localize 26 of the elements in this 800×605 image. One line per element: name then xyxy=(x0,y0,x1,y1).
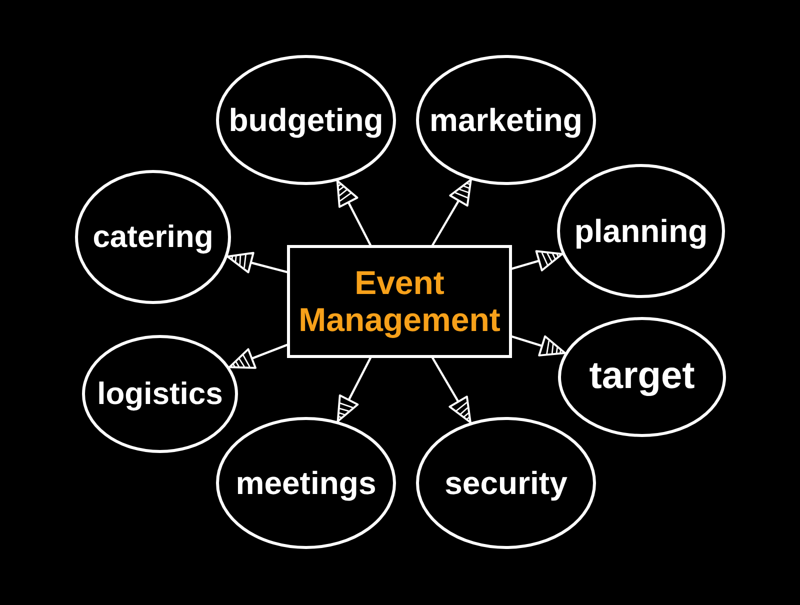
arrow xyxy=(510,335,566,356)
arrow xyxy=(510,250,564,272)
topic-label: logistics xyxy=(97,376,223,412)
topic-ellipse xyxy=(558,317,726,437)
topic-label: planning xyxy=(574,212,708,250)
arrow xyxy=(336,356,372,422)
topic-ellipse xyxy=(416,417,596,549)
topic-label: budgeting xyxy=(228,102,384,138)
topic-label: target xyxy=(589,355,695,399)
topic-ellipse xyxy=(75,170,231,304)
topic-label: catering xyxy=(92,219,214,255)
arrow xyxy=(228,344,288,369)
topic-ellipse xyxy=(416,55,596,185)
arrow xyxy=(432,356,472,424)
arrow xyxy=(226,252,288,274)
topic-label: security xyxy=(444,464,568,502)
topic-ellipse xyxy=(216,55,396,185)
topic-ellipse xyxy=(557,164,725,298)
central-title: Event Management xyxy=(298,264,502,338)
arrow xyxy=(432,178,472,246)
topic-ellipse xyxy=(82,335,238,453)
arrow xyxy=(336,180,372,246)
topic-ellipse xyxy=(216,417,396,549)
topic-label: meetings xyxy=(236,464,376,502)
central-box xyxy=(287,245,512,358)
topic-label: marketing xyxy=(430,102,582,138)
